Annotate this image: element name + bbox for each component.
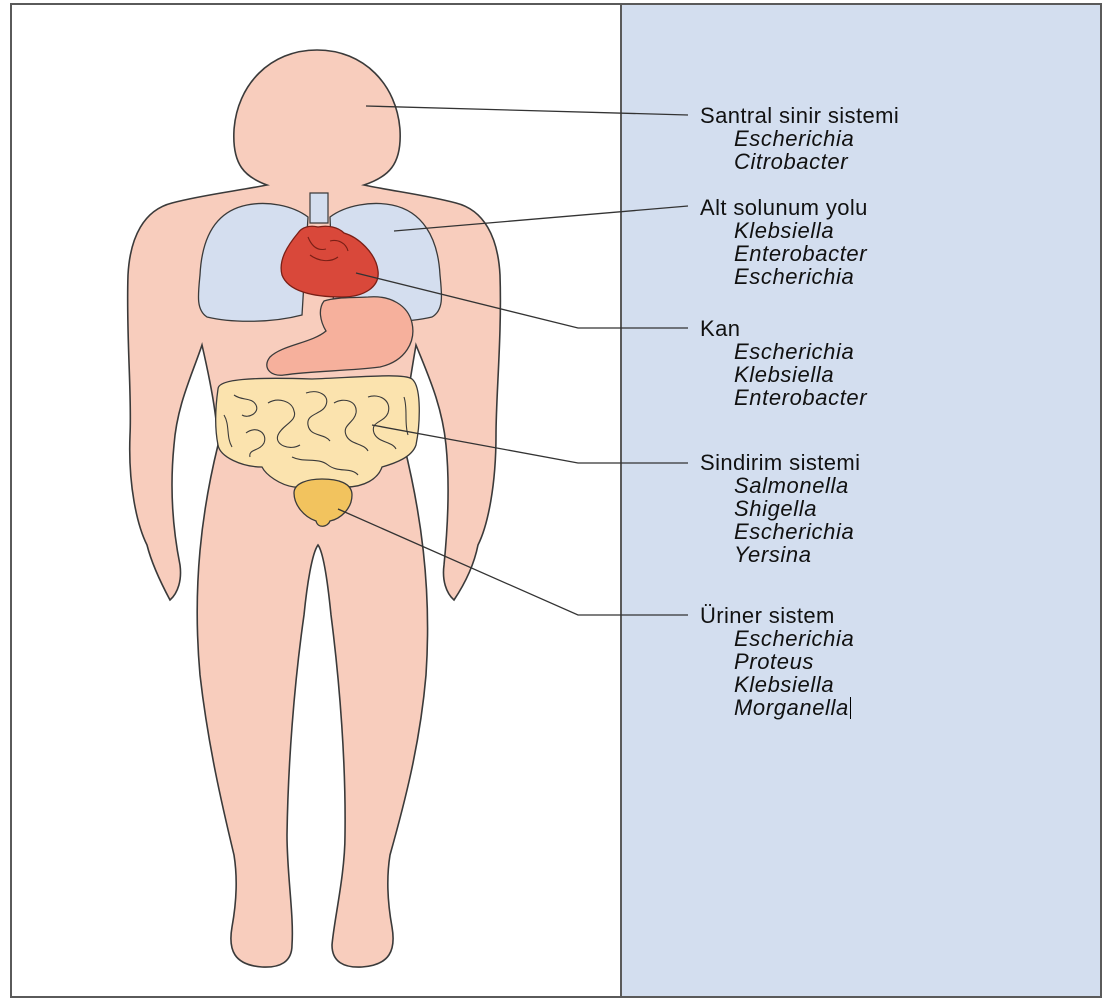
label-title-lung: Alt solunum yolu (700, 196, 868, 219)
label-title-uri: Üriner sistem (700, 604, 854, 627)
text-cursor (850, 697, 852, 719)
organism-label: Escherichia (700, 627, 854, 650)
organism-label: Escherichia (700, 127, 899, 150)
leader-line-gi (372, 425, 688, 463)
organism-label: Proteus (700, 650, 854, 673)
label-group-gi: Sindirim sistemi Salmonella Shigella Esc… (700, 451, 860, 566)
organism-label: Enterobacter (700, 386, 867, 409)
human-body-diagram (12, 5, 1102, 998)
label-group-uri: Üriner sistem Escherichia Proteus Klebsi… (700, 604, 854, 719)
label-title-blood: Kan (700, 317, 867, 340)
organism-label: Klebsiella (700, 363, 867, 386)
figure-frame: Santral sinir sistemi Escherichia Citrob… (10, 3, 1102, 998)
trachea (310, 193, 328, 223)
organism-text: Morganella (734, 695, 849, 720)
organism-label: Klebsiella (700, 219, 868, 242)
label-title-cns: Santral sinir sistemi (700, 104, 899, 127)
organism-label: Escherichia (700, 340, 867, 363)
leader-line-cns (366, 106, 688, 115)
label-group-blood: Kan Escherichia Klebsiella Enterobacter (700, 317, 867, 409)
organism-label: Yersina (700, 543, 860, 566)
organism-label: Salmonella (700, 474, 860, 497)
label-title-gi: Sindirim sistemi (700, 451, 860, 474)
organism-label: Klebsiella (700, 673, 854, 696)
organism-label: Escherichia (700, 265, 868, 288)
label-group-lung: Alt solunum yolu Klebsiella Enterobacter… (700, 196, 868, 288)
organism-label-last: Morganella (700, 696, 854, 719)
organism-label: Enterobacter (700, 242, 868, 265)
organism-label: Citrobacter (700, 150, 899, 173)
organism-label: Shigella (700, 497, 860, 520)
organism-label: Escherichia (700, 520, 860, 543)
label-group-cns: Santral sinir sistemi Escherichia Citrob… (700, 104, 899, 173)
